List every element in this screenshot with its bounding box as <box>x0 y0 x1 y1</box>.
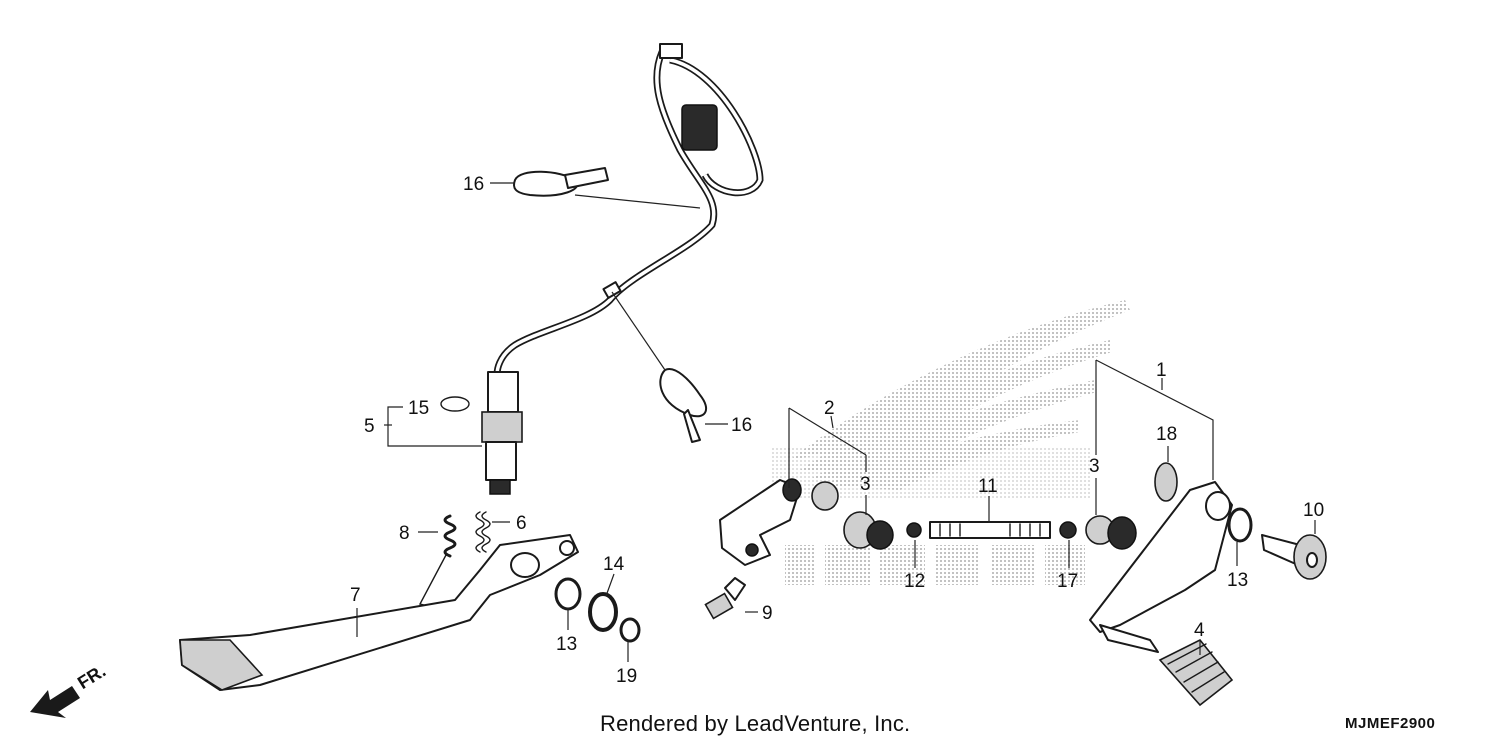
callout-5: 5 <box>364 416 375 437</box>
callout-17: 17 <box>1057 571 1078 592</box>
callout-16-bottom: 16 <box>731 415 752 436</box>
washer-part-left <box>554 577 582 611</box>
footpeg-rubber-part <box>1158 638 1234 707</box>
callout-18: 18 <box>1156 424 1177 445</box>
brake-spring-part <box>418 514 457 607</box>
diagram-code: MJMEF2900 <box>1345 715 1436 732</box>
callout-12: 12 <box>904 571 925 592</box>
circlip-part-19 <box>619 617 641 643</box>
callout-3-right: 3 <box>1089 456 1100 477</box>
callout-8: 8 <box>399 523 410 544</box>
brake-pedal-part <box>179 534 579 691</box>
callout-19: 19 <box>616 666 637 687</box>
callout-14: 14 <box>603 554 625 575</box>
brake-switch-harness <box>481 43 764 495</box>
cable-tie-lower <box>659 368 708 443</box>
callout-13-right: 13 <box>1227 570 1248 591</box>
render-credit: Rendered by LeadVenture, Inc. <box>600 711 911 736</box>
honda-watermark-letters <box>785 545 1085 585</box>
callout-6: 6 <box>516 513 527 534</box>
connector-icon <box>681 104 718 151</box>
bolt-part-9 <box>704 577 746 620</box>
callout-13-left: 13 <box>556 634 577 655</box>
callout-16-top: 16 <box>463 174 484 195</box>
callout-3-left: 3 <box>860 474 871 495</box>
pivot-bolt-part <box>1261 534 1327 580</box>
shift-rod-assembly <box>843 511 1137 550</box>
washer-part-18 <box>1154 462 1178 502</box>
spring-clip-part <box>440 396 470 412</box>
arrow-down-left-icon <box>30 686 80 718</box>
callout-15: 15 <box>408 398 429 419</box>
callout-4: 4 <box>1194 620 1205 641</box>
callout-1: 1 <box>1156 360 1167 381</box>
leader-lines <box>356 182 1316 662</box>
callout-numbers: 1 2 3 3 4 5 6 7 8 9 10 11 12 13 13 14 15… <box>350 174 1324 687</box>
callout-10: 10 <box>1303 500 1324 521</box>
honda-wing-watermark <box>770 300 1130 585</box>
callout-11: 11 <box>978 476 998 497</box>
washer-part-14 <box>588 592 618 632</box>
washer-part-right <box>1227 507 1253 543</box>
callout-2: 2 <box>824 398 835 419</box>
callout-9: 9 <box>762 603 773 624</box>
gearshift-pedal-part <box>1089 481 1233 653</box>
callout-7: 7 <box>350 585 361 606</box>
cable-tie-upper <box>512 167 609 197</box>
return-spring-part <box>475 511 491 553</box>
shift-arm-part <box>719 478 839 566</box>
